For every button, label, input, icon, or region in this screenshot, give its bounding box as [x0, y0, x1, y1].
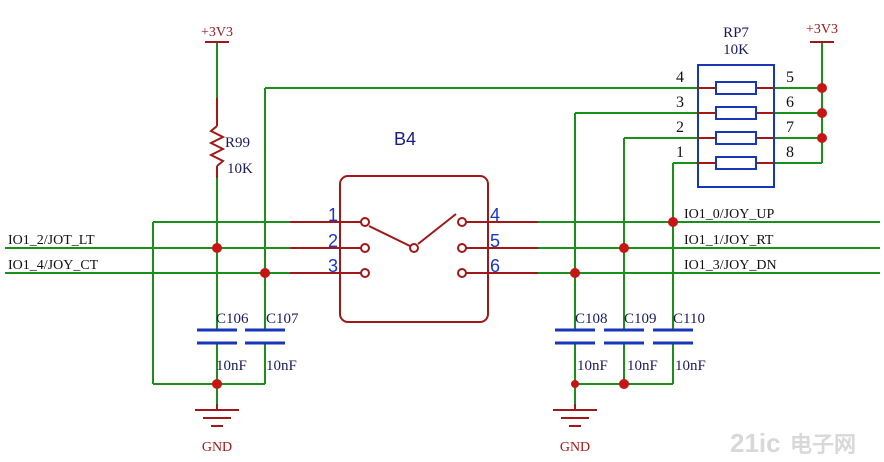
- junction: [619, 379, 629, 389]
- gnd-right-label: GND: [560, 440, 590, 455]
- switch-arm-right: [417, 213, 457, 245]
- junction: [817, 108, 827, 118]
- c108-ref: C108: [575, 311, 608, 327]
- junction: [571, 380, 579, 388]
- b4-pin-1: 1: [328, 205, 338, 225]
- capacitor-c107: [245, 328, 285, 345]
- switch-b4: [290, 175, 538, 323]
- rp7-value: 10K: [723, 42, 749, 58]
- net-label-right-rt: IO1_1/JOY_RT: [684, 233, 774, 248]
- b4-pin-6: 6: [490, 256, 500, 276]
- c108-value: 10nF: [577, 358, 608, 374]
- b4-pin-5: 5: [490, 231, 500, 251]
- c106-ref: C106: [216, 311, 249, 327]
- c106-value: 10nF: [216, 358, 247, 374]
- watermark-text: 21ic: [730, 428, 781, 458]
- switch-contact-2: [360, 243, 370, 253]
- capacitor-c106: [197, 328, 237, 345]
- rp7-pin-2: 2: [676, 119, 684, 136]
- rp7-ref: RP7: [723, 25, 749, 41]
- rp7-element-1: [715, 81, 757, 95]
- rp7-pin-1: 1: [676, 144, 684, 161]
- watermark-logo: 21ic 电子网: [730, 428, 856, 458]
- capacitor-c109: [604, 328, 644, 345]
- switch-arm-left: [368, 225, 411, 247]
- switch-contact-3: [360, 268, 370, 278]
- r99-zigzag: [208, 125, 226, 167]
- rp7-pin-6: 6: [786, 94, 794, 111]
- net-label-right-dn: IO1_3/JOY_DN: [684, 258, 777, 273]
- r99-ref: R99: [225, 135, 250, 151]
- c110-ref: C110: [673, 311, 705, 327]
- junction: [817, 83, 827, 93]
- junction: [212, 243, 222, 253]
- b4-pin-3: 3: [328, 256, 338, 276]
- switch-contact-1: [360, 217, 370, 227]
- net-label-left-ct: IO1_4/JOY_CT: [8, 258, 99, 273]
- power-symbols: [195, 41, 834, 427]
- c110-value: 10nF: [675, 358, 706, 374]
- resistor-pack-rp7: [697, 64, 775, 188]
- rp7-element-4: [715, 156, 757, 170]
- b4-pin-2: 2: [328, 231, 338, 251]
- resistor-r99: [208, 98, 226, 178]
- vcc-left-label: +3V3: [201, 25, 233, 40]
- c109-value: 10nF: [627, 358, 658, 374]
- rp7-element-2: [715, 106, 757, 120]
- gnd-left-label: GND: [202, 440, 232, 455]
- rp7-pin-3: 3: [676, 94, 684, 111]
- junction: [570, 268, 580, 278]
- junction: [260, 268, 270, 278]
- rp7-pin-7: 7: [786, 119, 794, 136]
- rp7-pin-4: 4: [676, 69, 684, 86]
- net-label-left-lt: IO1_2/JOT_LT: [8, 233, 95, 248]
- capacitor-c110: [653, 328, 693, 345]
- junction: [619, 243, 629, 253]
- rp7-pin-5: 5: [786, 69, 794, 86]
- vcc-right-label: +3V3: [806, 22, 838, 37]
- junction: [212, 379, 222, 389]
- rp7-pin-8: 8: [786, 144, 794, 161]
- capacitor-c108: [555, 328, 595, 345]
- labels: +3V3 +3V3 GND GND R99 10K RP7 10K 4 3 2 …: [8, 22, 838, 455]
- b4-ref: B4: [394, 129, 416, 149]
- capacitors: [197, 328, 693, 345]
- switch-contact-6: [457, 268, 467, 278]
- watermark-sub: 电子网: [790, 432, 856, 457]
- junction: [668, 217, 678, 227]
- junctions: [212, 83, 827, 389]
- c109-ref: C109: [624, 311, 657, 327]
- b4-pin-4: 4: [490, 205, 500, 225]
- junction: [817, 133, 827, 143]
- switch-contact-4: [457, 217, 467, 227]
- switch-contact-5: [457, 243, 467, 253]
- r99-value: 10K: [227, 161, 253, 177]
- c107-value: 10nF: [266, 358, 297, 374]
- switch-contact-center: [409, 243, 419, 253]
- net-label-right-up: IO1_0/JOY_UP: [684, 207, 774, 222]
- rp7-element-3: [715, 131, 757, 145]
- c107-ref: C107: [266, 311, 299, 327]
